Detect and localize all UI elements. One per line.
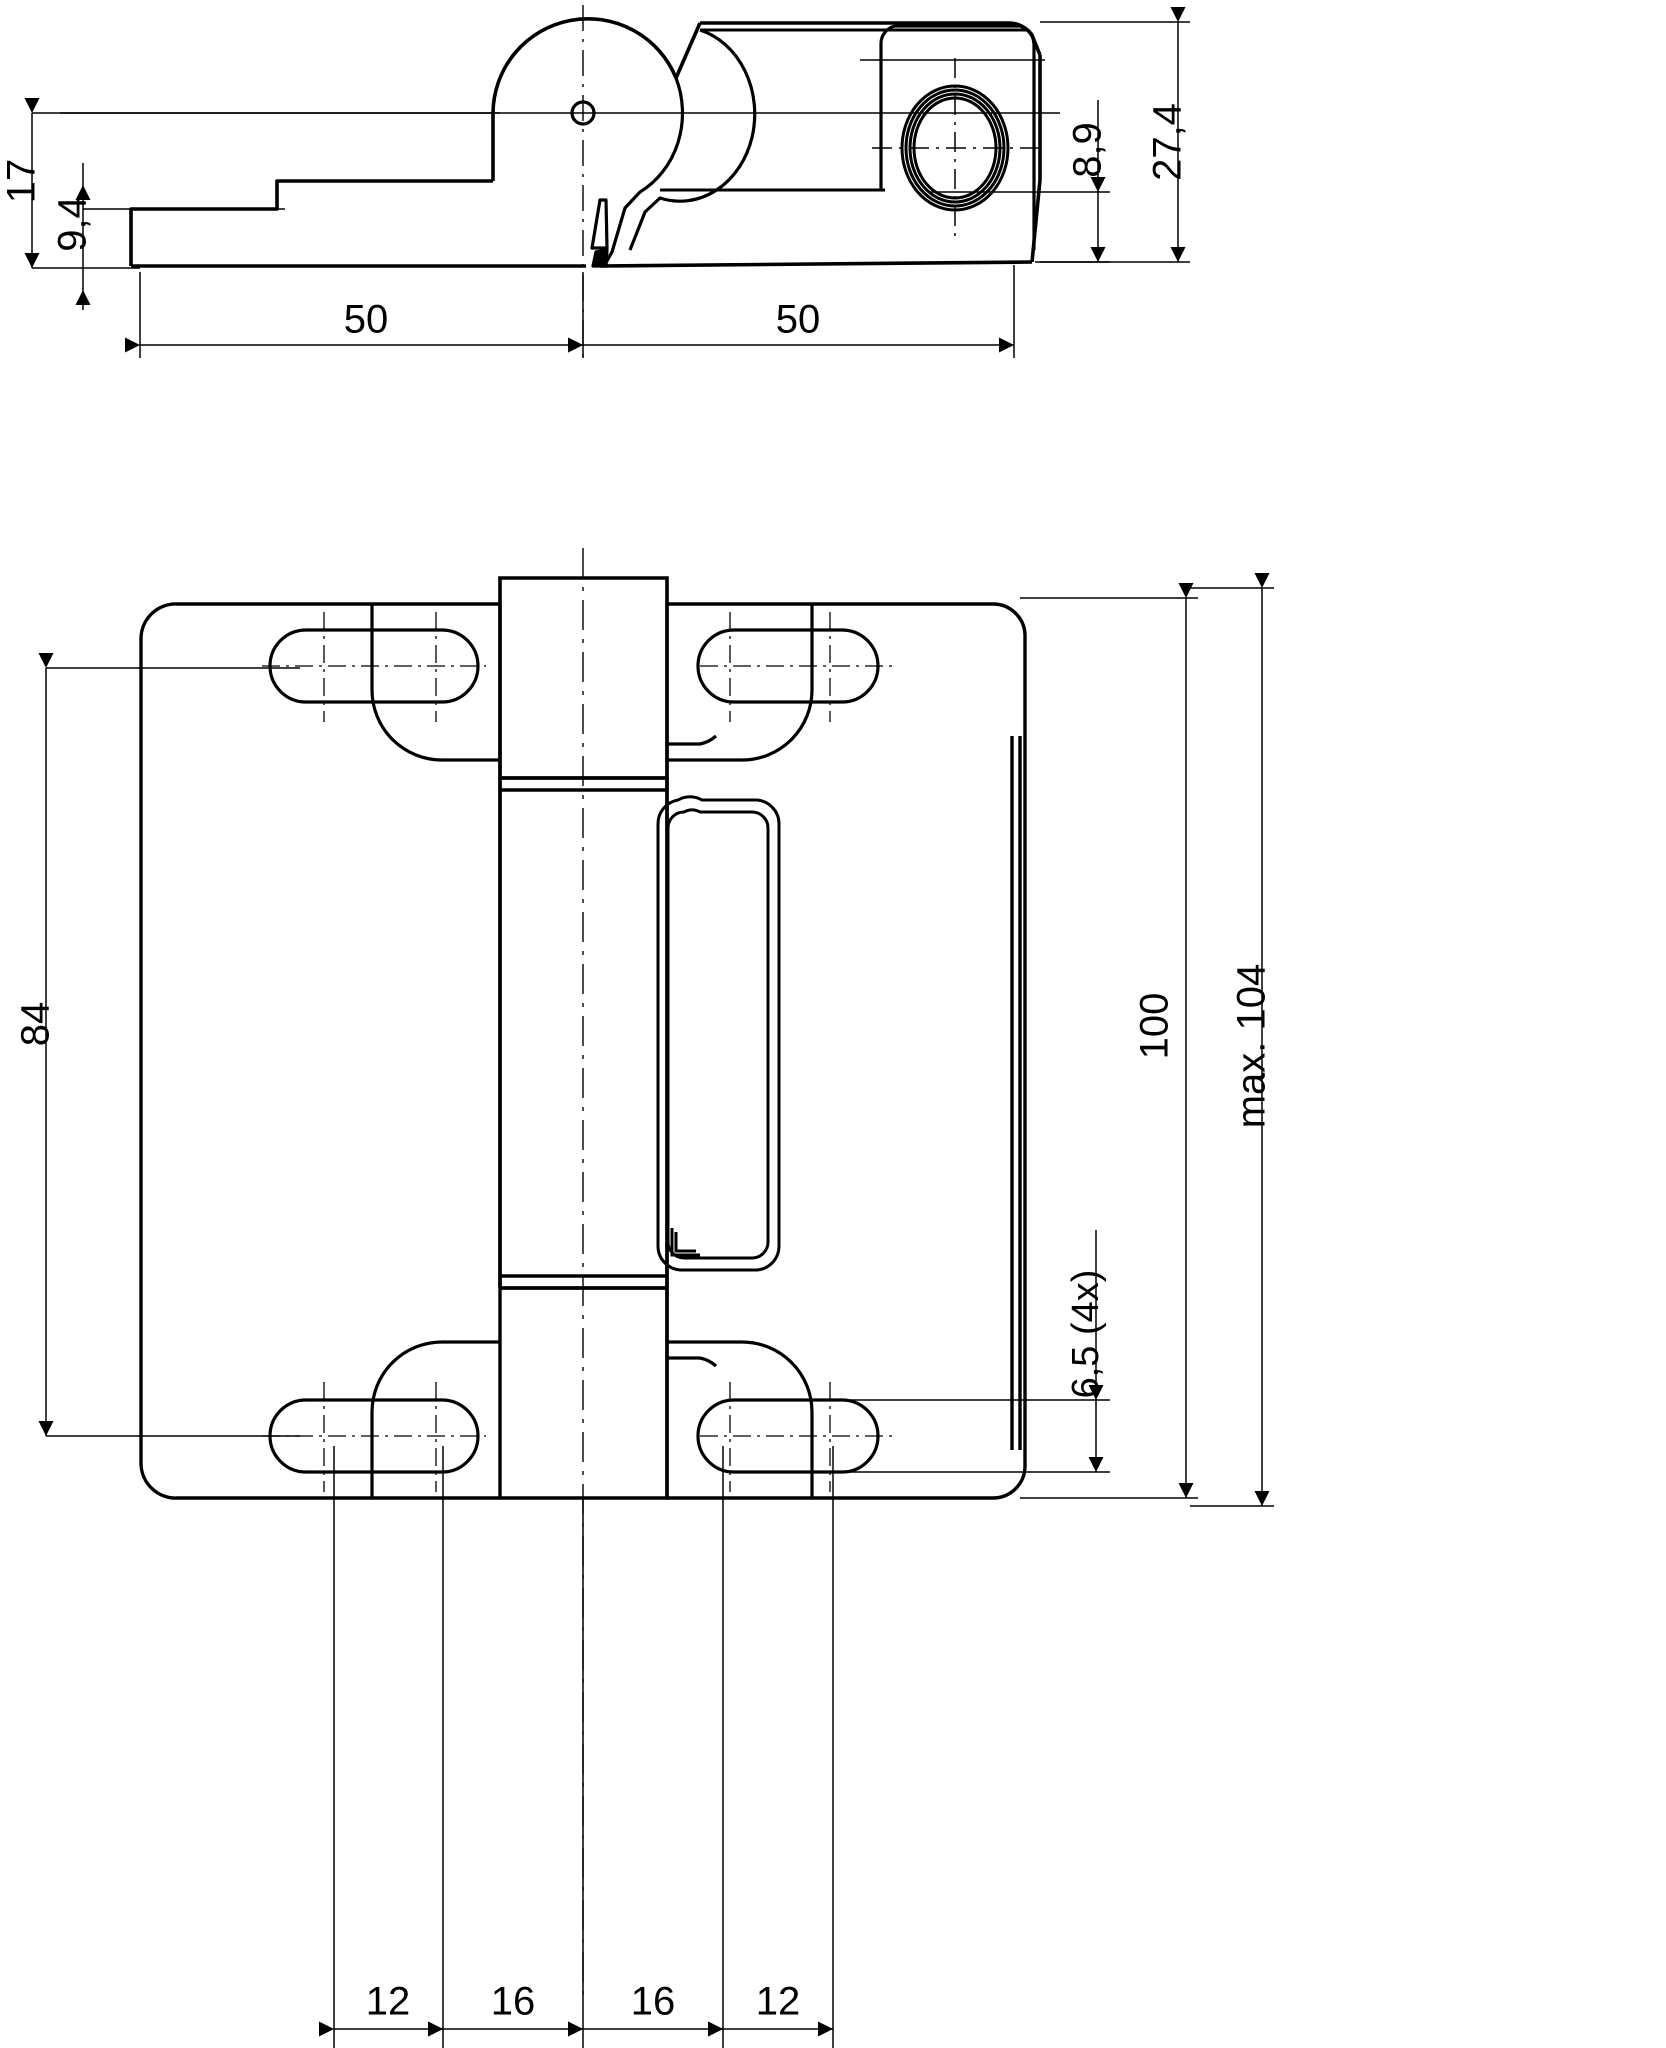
dimension-100 <box>1020 583 1198 1499</box>
dimension-27-4 <box>1040 6 1190 263</box>
dimension-8-9-label: 8,9 <box>1066 122 1110 178</box>
dimension-84-label: 84 <box>14 1002 58 1047</box>
slot-top-left-centerlines <box>262 612 486 722</box>
dimension-6-5-4x-label: 6,5 (4x) <box>1065 1270 1107 1399</box>
side-view-cam-detail <box>590 28 757 268</box>
slot-top-right <box>696 628 880 704</box>
ear-top-right <box>667 604 814 762</box>
slot-bottom-left <box>268 1398 480 1474</box>
pivot-center-hole <box>570 100 596 126</box>
bushing-boss-outline <box>879 24 1036 250</box>
ear-bottom-left <box>370 1340 500 1498</box>
ear-bottom-right <box>667 1340 814 1498</box>
slot-bottom-right-centerlines <box>700 1382 896 1492</box>
dimension-17-label: 17 <box>0 159 44 204</box>
dimension-9-4 <box>75 163 285 310</box>
dimension-6-5-4x <box>850 1230 1110 1473</box>
dimension-17 <box>24 98 500 269</box>
dimension-27-4-label: 27,4 <box>1146 103 1190 181</box>
bushing-centerline <box>872 58 1040 238</box>
bottom-dimension-chain <box>319 1446 834 2048</box>
view-side: 17 9,4 50 50 <box>0 5 1190 360</box>
right-leaf-plate <box>665 602 1027 1500</box>
view-plan: 84 100 max. 104 6,5 (4x) <box>14 548 1274 2048</box>
center-recess-pocket <box>656 795 781 1272</box>
dimension-100-label: 100 <box>1133 993 1177 1060</box>
dimension-9-4-label: 9,4 <box>51 196 95 252</box>
dimension-16-right-label: 16 <box>631 1980 676 2024</box>
dimension-50-left-label: 50 <box>344 298 389 342</box>
ear-top-left <box>370 604 500 762</box>
dimension-50-right-label: 50 <box>776 298 821 342</box>
slot-bottom-right <box>696 1398 880 1474</box>
dimension-50-right <box>568 265 1015 358</box>
dimension-max-104-label: max. 104 <box>1230 964 1274 1129</box>
dimension-12-left-label: 12 <box>366 1980 411 2024</box>
left-leaf-plate <box>139 602 502 1500</box>
dimension-16-left-label: 16 <box>491 1980 536 2024</box>
slot-top-right-centerlines <box>700 612 896 722</box>
slot-top-left <box>268 628 480 704</box>
side-view-ledge <box>660 28 1028 192</box>
dimension-84 <box>38 653 300 1437</box>
dimension-12-right-label: 12 <box>756 1980 801 2024</box>
dimension-max-104 <box>1190 573 1274 1507</box>
